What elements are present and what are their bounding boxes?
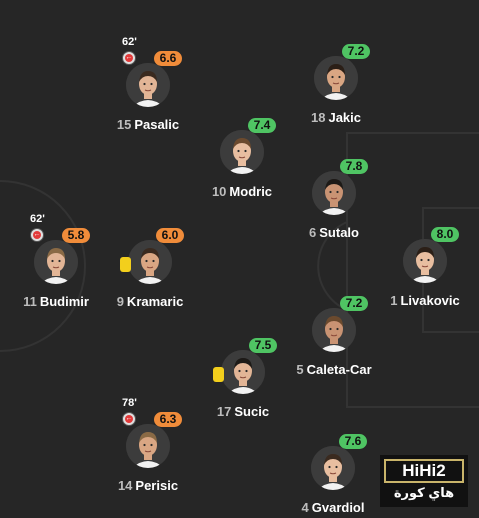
substitution-minute: 62' (30, 213, 45, 225)
player-photo (126, 63, 170, 107)
shirt-number: 5 (296, 362, 304, 377)
player-name: Pasalic (134, 117, 180, 132)
shirt-number: 15 (116, 117, 132, 132)
player-name: Jakic (328, 110, 362, 125)
rating-badge: 7.8 (340, 159, 368, 174)
rating-badge: 7.5 (249, 338, 277, 353)
yellow-card-icon (120, 257, 131, 272)
site-watermark: HiHi2 هاي كورة (380, 455, 468, 507)
player-photo (34, 240, 78, 284)
shirt-number: 6 (309, 225, 317, 240)
shirt-number: 18 (310, 110, 326, 125)
player-name: Sutalo (319, 225, 359, 240)
player-photo (403, 239, 447, 283)
substitution-minute: 78' (122, 397, 137, 409)
player-photo (311, 446, 355, 490)
player-name: Gvardiol (311, 500, 365, 515)
player-photo (314, 56, 358, 100)
player-name: Perisic (135, 478, 179, 493)
yellow-card-icon (213, 367, 224, 382)
shirt-number: 14 (117, 478, 133, 493)
shirt-number: 17 (216, 404, 232, 419)
rating-badge: 6.6 (154, 51, 182, 66)
rating-badge: 7.6 (339, 434, 367, 449)
watermark-logo: HiHi2 (384, 459, 464, 483)
substitution-off-icon: ← (122, 51, 136, 65)
rating-badge: 5.8 (62, 228, 90, 243)
player-photo (221, 350, 265, 394)
shirt-number: 4 (301, 500, 309, 515)
substitution-off-icon: ← (30, 228, 44, 242)
player-name: Modric (229, 184, 273, 199)
player-name: Caleta-Car (306, 362, 372, 377)
shirt-number: 10 (211, 184, 227, 199)
player-photo (312, 171, 356, 215)
substitution-minute: 62' (122, 36, 137, 48)
rating-badge: 7.2 (342, 44, 370, 59)
rating-badge: 7.4 (248, 118, 276, 133)
player-photo (128, 240, 172, 284)
player-name: Budimir (39, 294, 89, 309)
shirt-number: 11 (23, 294, 37, 309)
rating-badge: 7.2 (340, 296, 368, 311)
player-photo (220, 130, 264, 174)
player-name: Sucic (234, 404, 270, 419)
rating-badge: 8.0 (431, 227, 459, 242)
shirt-number: 9 (116, 294, 124, 309)
shirt-number: 1 (390, 293, 398, 308)
watermark-subtitle: هاي كورة (393, 485, 455, 500)
substitution-off-icon: ← (122, 412, 136, 426)
player-name: Kramaric (126, 294, 184, 309)
rating-badge: 6.0 (156, 228, 184, 243)
player-photo (312, 308, 356, 352)
player-photo (126, 424, 170, 468)
rating-badge: 6.3 (154, 412, 182, 427)
player-name: Livakovic (400, 293, 460, 308)
